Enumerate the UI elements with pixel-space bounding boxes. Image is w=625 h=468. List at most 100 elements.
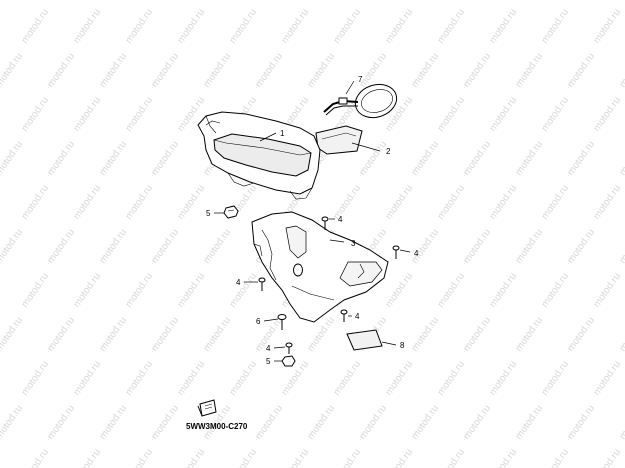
watermark-text: motod.ru bbox=[383, 7, 415, 46]
watermark-text: motod.ru bbox=[97, 315, 129, 354]
watermark-text: motod.ru bbox=[461, 0, 493, 2]
watermark-text: motod.ru bbox=[435, 271, 467, 310]
leader-lines bbox=[214, 80, 411, 362]
callout-5b: 5 bbox=[266, 357, 271, 366]
watermark-text: motod.ru bbox=[383, 359, 415, 398]
watermark-text: motod.ru bbox=[71, 7, 103, 46]
watermark-text: motod.ru bbox=[461, 51, 493, 90]
watermark-text: motod.ru bbox=[45, 227, 77, 266]
watermark-text: motod.ru bbox=[149, 0, 181, 2]
watermark-text: motod.ru bbox=[435, 95, 467, 134]
watermark-text: motod.ru bbox=[253, 0, 285, 2]
watermark-text: motod.ru bbox=[617, 0, 625, 2]
watermark-text: motod.ru bbox=[175, 7, 207, 46]
watermark-text: motod.ru bbox=[201, 51, 233, 90]
watermark-text: motod.ru bbox=[513, 403, 545, 442]
watermark-text: motod.ru bbox=[279, 447, 311, 468]
watermark-text: motod.ru bbox=[487, 359, 519, 398]
watermark-text: motod.ru bbox=[331, 7, 363, 46]
nut-part-lower bbox=[281, 355, 296, 367]
watermark-text: motod.ru bbox=[123, 359, 155, 398]
watermark-text: motod.ru bbox=[409, 315, 441, 354]
watermark-text: motod.ru bbox=[45, 51, 77, 90]
callout-4e: 4 bbox=[266, 344, 271, 353]
watermark-text: motod.ru bbox=[227, 271, 259, 310]
watermark-text: motod.ru bbox=[409, 227, 441, 266]
watermark-text: motod.ru bbox=[149, 403, 181, 442]
watermark-text: motod.ru bbox=[565, 51, 597, 90]
front-handlebar-cover-part bbox=[197, 111, 321, 200]
watermark-text: motod.ru bbox=[539, 7, 571, 46]
watermark-text: motod.ru bbox=[617, 51, 625, 90]
watermark-text: motod.ru bbox=[487, 183, 519, 222]
watermark-text: motod.ru bbox=[591, 447, 623, 468]
watermark-text: motod.ru bbox=[461, 403, 493, 442]
small-decal-part bbox=[346, 329, 383, 351]
watermark-text: motod.ru bbox=[71, 95, 103, 134]
watermark-text: motod.ru bbox=[513, 139, 545, 178]
watermark-text: motod.ru bbox=[123, 447, 155, 468]
mirror-part bbox=[323, 83, 398, 119]
watermark-text: motod.ru bbox=[97, 0, 129, 2]
watermark-text: motod.ru bbox=[409, 51, 441, 90]
watermark-text: motod.ru bbox=[227, 7, 259, 46]
watermark-text: motod.ru bbox=[565, 0, 597, 2]
watermark-text: motod.ru bbox=[149, 139, 181, 178]
watermark-text: motod.ru bbox=[357, 403, 389, 442]
callout-7: 7 bbox=[358, 75, 363, 84]
watermark-text: motod.ru bbox=[565, 315, 597, 354]
watermark-text: motod.ru bbox=[175, 183, 207, 222]
rear-handlebar-cover-part bbox=[251, 211, 389, 323]
watermark-text: motod.ru bbox=[617, 139, 625, 178]
callout-6: 6 bbox=[256, 317, 261, 326]
watermark-text: motod.ru bbox=[435, 7, 467, 46]
watermark-text: motod.ru bbox=[565, 403, 597, 442]
watermark-text: motod.ru bbox=[305, 0, 337, 2]
watermark-text: motod.ru bbox=[591, 7, 623, 46]
watermark-text: motod.ru bbox=[19, 359, 51, 398]
watermark-text: motod.ru bbox=[227, 447, 259, 468]
callout-2: 2 bbox=[386, 147, 391, 156]
watermark-text: motod.ru bbox=[539, 359, 571, 398]
screw-6 bbox=[277, 314, 287, 330]
watermark-text: motod.ru bbox=[539, 447, 571, 468]
watermark-text: motod.ru bbox=[123, 95, 155, 134]
watermark-text: motod.ru bbox=[97, 139, 129, 178]
screw-4b bbox=[392, 245, 400, 259]
watermark-text: motod.ru bbox=[383, 447, 415, 468]
watermark-text: motod.ru bbox=[357, 0, 389, 2]
callout-8: 8 bbox=[400, 341, 405, 350]
watermark-text: motod.ru bbox=[0, 51, 25, 90]
watermark-text: motod.ru bbox=[617, 315, 625, 354]
watermark-text: motod.ru bbox=[383, 183, 415, 222]
watermark-text: motod.ru bbox=[71, 359, 103, 398]
watermark-text: motod.ru bbox=[201, 227, 233, 266]
watermark-text: motod.ru bbox=[513, 0, 545, 2]
watermark-text: motod.ru bbox=[149, 315, 181, 354]
watermark-text: motod.ru bbox=[175, 271, 207, 310]
watermark-text: motod.ru bbox=[435, 447, 467, 468]
watermark-text: motod.ru bbox=[19, 447, 51, 468]
watermark-text: motod.ru bbox=[539, 271, 571, 310]
watermark-text: motod.ru bbox=[97, 227, 129, 266]
watermark-text: motod.ru bbox=[331, 183, 363, 222]
watermark-text: motod.ru bbox=[19, 7, 51, 46]
watermark-text: motod.ru bbox=[591, 359, 623, 398]
drawing-code: 5WW3M00-C270 bbox=[186, 422, 248, 431]
watermark-text: motod.ru bbox=[0, 0, 25, 2]
watermark-text: motod.ru bbox=[409, 139, 441, 178]
callout-3: 3 bbox=[351, 239, 356, 248]
watermark-text: motod.ru bbox=[461, 227, 493, 266]
watermark-text: motod.ru bbox=[487, 7, 519, 46]
watermark-text: motod.ru bbox=[253, 403, 285, 442]
watermark-text: motod.ru bbox=[71, 447, 103, 468]
watermark-text: motod.ru bbox=[487, 447, 519, 468]
watermark-text: motod.ru bbox=[0, 403, 25, 442]
watermark-text: motod.ru bbox=[435, 183, 467, 222]
callout-4d: 4 bbox=[355, 312, 360, 321]
watermark-text: motod.ru bbox=[279, 7, 311, 46]
watermark-text: motod.ru bbox=[513, 227, 545, 266]
watermark-text: motod.ru bbox=[539, 183, 571, 222]
watermark-text: motod.ru bbox=[19, 271, 51, 310]
